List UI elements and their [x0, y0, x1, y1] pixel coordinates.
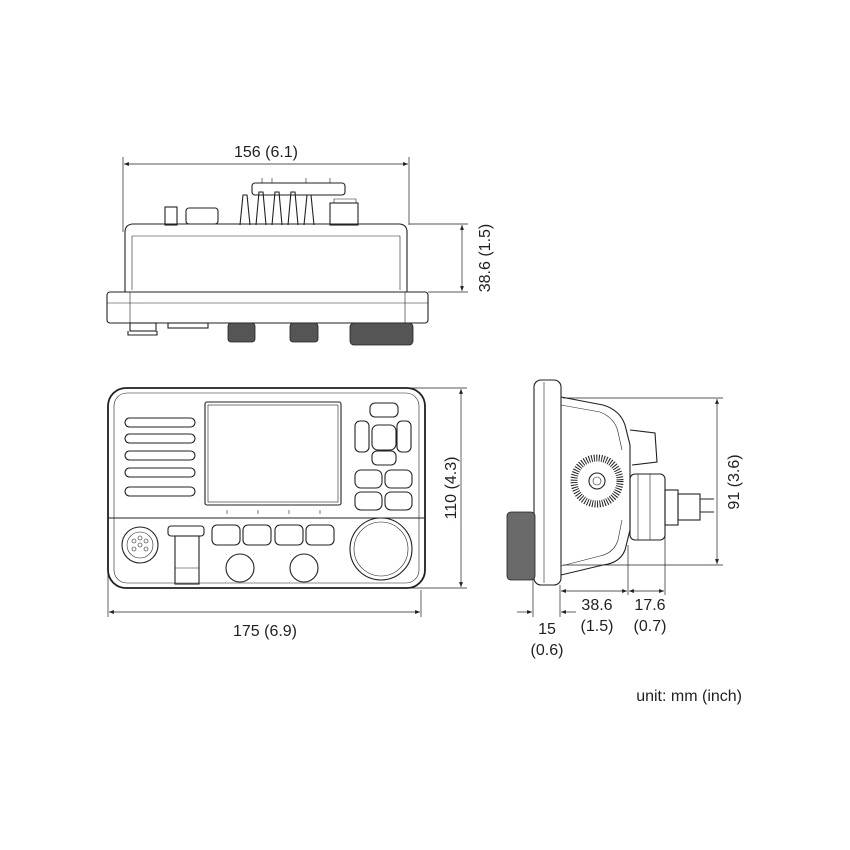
top-depth-dimension: 38.6 (1.5)	[409, 223, 494, 293]
top-view-knobs	[127, 322, 414, 346]
side-height-label: 91 (3.6)	[726, 454, 743, 509]
side-ratchet	[570, 454, 624, 508]
connector-depth-inch: (0.7)	[634, 618, 667, 635]
top-depth-label: 38.6 (1.5)	[477, 224, 494, 292]
top-view: 156 (6.1) 38.6 (1.5)	[106, 144, 494, 346]
side-cable-connector	[629, 473, 714, 541]
top-view-features	[164, 178, 359, 226]
front-width-label: 175 (6.9)	[233, 623, 297, 640]
connector-depth-value: 17.6	[634, 597, 665, 614]
side-height-dimension: 91 (3.6)	[563, 397, 743, 566]
front-panel-outline	[107, 387, 426, 589]
squelch-knob[interactable]	[289, 553, 319, 583]
mic-connector	[121, 526, 159, 564]
body-depth-inch: (1.5)	[581, 618, 614, 635]
softkey-marks	[226, 510, 321, 514]
volume-knob[interactable]	[225, 553, 255, 583]
display-screen	[204, 401, 342, 506]
side-bracket-latch	[629, 429, 658, 466]
mic-hanger	[167, 525, 205, 585]
top-view-cover	[124, 223, 408, 292]
top-width-dimension: 156 (6.1)	[122, 144, 410, 232]
speaker-grille	[124, 417, 196, 497]
front-width-dimension: 175 (6.9)	[107, 540, 422, 640]
side-dial-knob	[506, 511, 536, 581]
front-height-dimension: 110 (4.3)	[400, 387, 467, 589]
unit-note: unit: mm (inch)	[636, 688, 742, 705]
channel-dial[interactable]	[349, 517, 413, 581]
top-width-label: 156 (6.1)	[234, 144, 298, 161]
soft-keys[interactable]	[211, 524, 335, 546]
knob-depth-inch: (0.6)	[531, 642, 564, 659]
front-view: 175 (6.9) 110 (4.3)	[107, 387, 467, 640]
top-view-flange	[106, 291, 429, 324]
knob-depth-value: 15	[538, 621, 556, 638]
side-front-panel	[533, 379, 562, 586]
side-view: 91 (3.6) 38.6 (1.5) 17.6 (0.7) 15 (0.6)	[506, 379, 743, 659]
front-height-label: 110 (4.3)	[443, 457, 460, 520]
body-depth-value: 38.6	[581, 597, 612, 614]
side-depth-dimensions: 38.6 (1.5) 17.6 (0.7) 15 (0.6)	[517, 530, 666, 659]
navigation-keypad[interactable]	[354, 402, 413, 511]
